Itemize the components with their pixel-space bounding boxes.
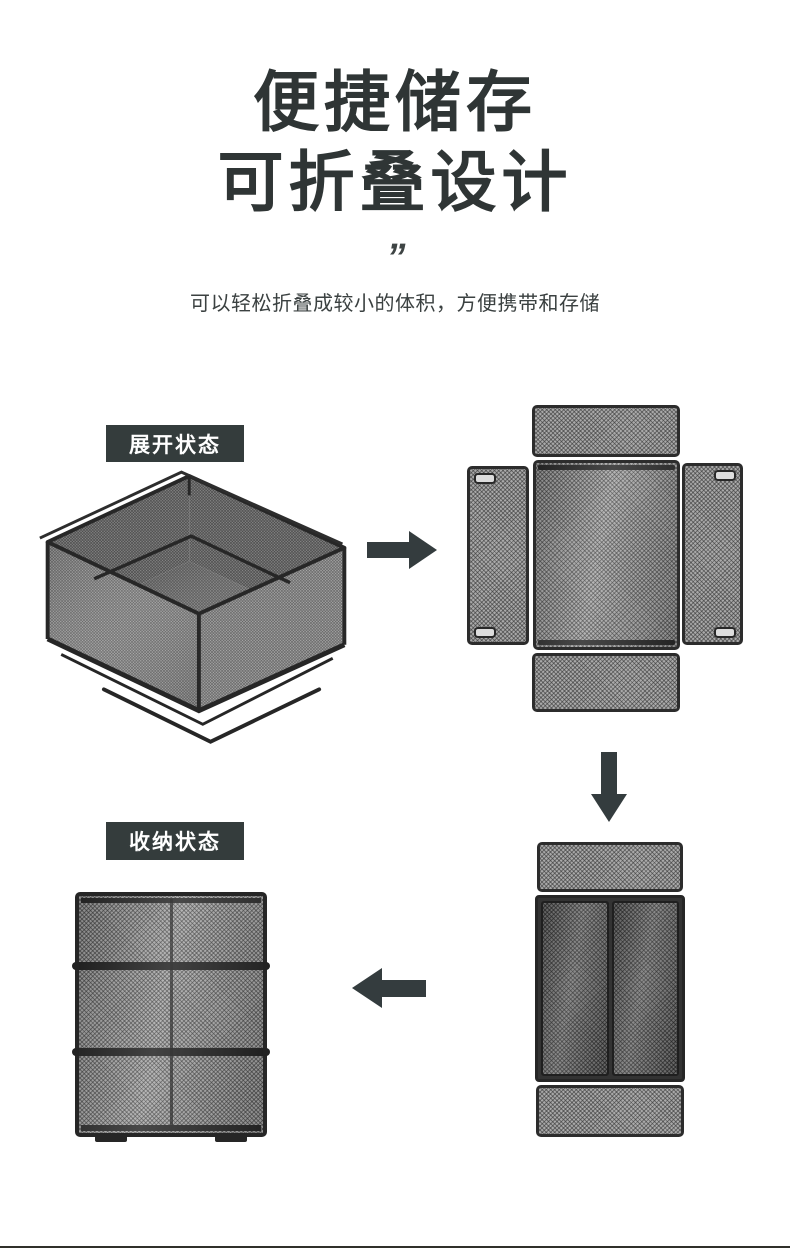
frame-foot [215,1133,247,1142]
handle-slot [474,473,496,484]
right-flap-panel [682,463,743,645]
expanded-basket-photo [39,470,347,744]
arrow-shaft [367,542,409,558]
handle-slot [474,627,496,638]
page-title: 便捷储存 可折叠设计 [0,62,790,222]
top-flap-panel [537,842,683,892]
subtitle: 可以轻松折叠成较小的体积，方便携带和存储 [190,293,600,315]
folded-side-panel [611,901,679,1076]
center-base-panel [533,460,680,650]
arrow-head [409,531,437,569]
left-arrow-icon [352,968,426,1008]
handle-slot [714,627,736,638]
arrow-shaft [382,980,426,997]
frame-bar [81,898,261,903]
bottom-flap-panel [532,653,680,712]
left-flap-panel [467,466,529,645]
section-divider [0,1246,790,1248]
cross-wire-bar [72,1048,270,1056]
center-fold-line [170,899,173,1130]
folded-flat-photo [72,892,270,1142]
title-line-1: 便捷储存 [253,65,537,139]
arrow-shaft [601,752,617,794]
frame-bar [538,465,675,470]
expanded-state-label: 展开状态 [106,425,244,462]
bottom-flap-panel [536,1085,684,1137]
frame-bar [81,1125,261,1131]
half-folded-photo [535,840,685,1138]
top-flap-panel [532,405,680,457]
title-line-2: 可折叠设计 [217,145,573,219]
right-arrow-icon [367,531,437,569]
folded-state-label: 收纳状态 [106,822,244,860]
handle-slot [714,470,736,481]
frame-bar [538,640,675,645]
frame-foot [95,1133,127,1142]
folded-body [535,895,685,1082]
folded-side-panel [541,901,609,1076]
unfolded-flat-photo [455,395,755,720]
arrow-head [591,794,627,822]
quote-mark-icon: ” [386,237,406,279]
cross-wire-bar [72,962,270,970]
arrow-head [352,968,382,1008]
down-arrow-icon [591,752,627,822]
